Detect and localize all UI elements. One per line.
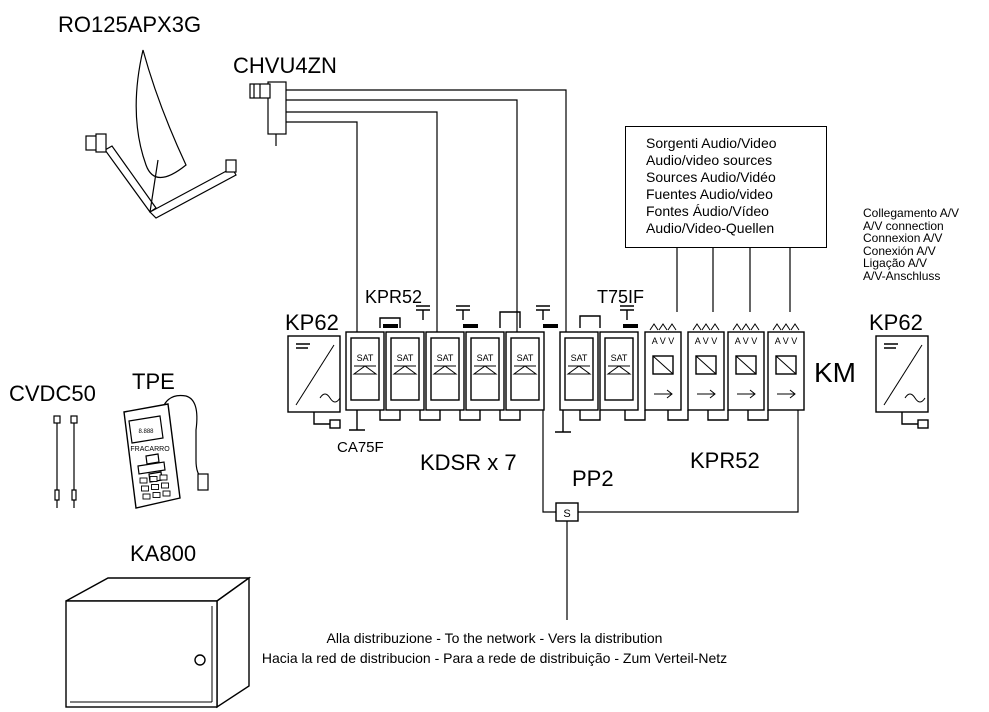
kdsr-sat-module: SAT [505,331,545,411]
lnb-cables [296,89,567,332]
av-connection-line: Conexión A/V [863,243,936,258]
cvdc50-label: CVDC50 [9,381,96,406]
kdsr-sat-module: SAT [559,331,599,411]
av-connection-list: Collegamento A/V A/V connection Connexio… [863,207,959,282]
source-line: Fuentes Audio/video [646,186,773,202]
av-connection-line: A/V-Anschluss [863,268,941,283]
km-av-modulator: A V V [687,323,725,411]
sat-mark: SAT [357,353,374,363]
kpr52-bottom-label: KPR52 [690,448,760,473]
av-connection-line: Connexion A/V [863,231,943,245]
av-connection-line: Collegamento A/V [863,206,960,220]
km-av-modulator: A V V [644,323,682,411]
av-connection-line: Ligação A/V [863,256,928,270]
tpe-key-icon [141,485,149,492]
tpe-meter-icon: 8.888 FRACARRO [123,394,209,509]
ca75f-label: CA75F [337,439,384,456]
tpe-key-icon [149,476,158,482]
kdsr-sat-module: SAT [345,331,385,411]
sat-mark: SAT [397,353,414,363]
kp62-left-psu [287,335,341,429]
tpe-key-icon [139,477,148,484]
headend-modules: SAT SAT SAT SAT SAT SAT SAT A V V A V V A V V A V… [287,305,805,433]
kp62-right-label: KP62 [869,310,923,335]
tpe-label: TPE [132,369,175,394]
sat-mark: SAT [611,353,628,363]
av-mark: A V V [735,336,758,346]
km-av-modulator: A V V [767,323,805,411]
network-caption-line1: Alla distribuzione - To the network - Ve… [326,630,663,646]
antenna-label: RO125APX3G [58,12,202,37]
tpe-key-icon [152,492,161,498]
cvdc50-cables-icon [53,415,78,508]
sat-mark: SAT [437,353,454,363]
av-connection-line: A/V connection [863,218,944,233]
output-lines: S [542,410,799,620]
satellite-dish-icon [85,49,237,219]
network-caption-line2: Hacia la red de distribucion - Para a re… [261,650,728,666]
kdsr-sat-module: SAT [425,331,465,411]
source-line: Fontes Áudio/Vídeo [646,203,769,219]
sat-mark: SAT [571,353,588,363]
km-label: KM [814,357,856,388]
km-av-modulator: A V V [727,323,765,411]
av-mark: A V V [695,336,718,346]
kpr52-top-label: KPR52 [365,287,423,307]
kdsr-sat-module: SAT [599,331,639,411]
source-line: Sources Audio/Vidéo [646,169,776,185]
tpe-key-icon [161,482,169,489]
kp62-right-psu [875,335,929,429]
av-mark: A V V [652,336,675,346]
sat-mark: SAT [477,353,494,363]
tpe-key-icon [142,493,151,500]
pp2-label: PP2 [572,466,614,491]
sat-mark: SAT [517,353,534,363]
svg-text:8.888: 8.888 [138,429,154,435]
t75if-label: T75IF [597,287,645,307]
kdsr-sat-module: SAT [385,331,425,411]
svg-text:FRACARRO: FRACARRO [130,446,170,453]
source-line: Audio/video sources [646,152,773,168]
kp62-left-label: KP62 [285,310,339,335]
source-line: Audio/Video-Quellen [646,220,775,236]
kdsr-sat-module: SAT [465,331,505,411]
lnb-label: CHVU4ZN [233,53,337,78]
tpe-key-icon [151,484,159,490]
tpe-key-icon [162,490,171,497]
lnb-icon [249,81,296,146]
ka800-enclosure-icon [65,576,252,709]
kdsr-label: KDSR x 7 [420,450,517,475]
ka800-label: KA800 [130,541,197,566]
source-line: Sorgenti Audio/Video [646,135,777,151]
svg-text:S: S [563,508,570,520]
av-mark: A V V [775,336,798,346]
av-source-lines [676,248,791,312]
tpe-key-icon [159,474,168,481]
av-sources-box: Sorgenti Audio/Video Audio/video sources… [625,126,827,248]
